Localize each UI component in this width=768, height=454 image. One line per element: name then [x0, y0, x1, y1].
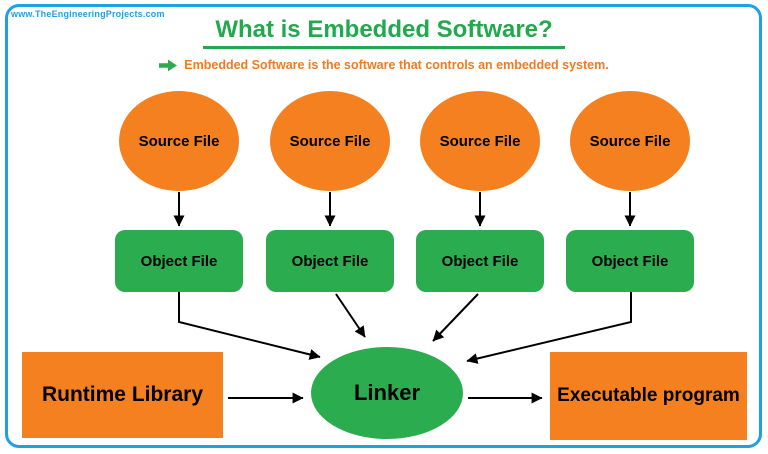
- object-file-label: Object File: [291, 252, 369, 270]
- object-file-label: Object File: [441, 252, 519, 270]
- source-file-label: Source File: [289, 132, 371, 150]
- object-file-box: Object File: [566, 230, 694, 292]
- executable-program-label: Executable program: [557, 385, 740, 406]
- object-file-label: Object File: [140, 252, 218, 270]
- object-file-box: Object File: [416, 230, 544, 292]
- object-file-box: Object File: [115, 230, 243, 292]
- runtime-library-box: Runtime Library: [22, 352, 223, 438]
- runtime-library-label: Runtime Library: [41, 383, 204, 406]
- arrow-object2-linker: [335, 293, 366, 338]
- source-file-ellipse: Source File: [119, 91, 239, 191]
- source-file-ellipse: Source File: [270, 91, 390, 191]
- subtitle-text: Embedded Software is the software that c…: [184, 58, 609, 72]
- subtitle-row: Embedded Software is the software that c…: [0, 58, 768, 72]
- page-title: What is Embedded Software?: [203, 16, 565, 49]
- linker-ellipse: Linker: [311, 347, 463, 439]
- executable-program-box: Executable program: [550, 352, 747, 440]
- arrow-object1-linker: [178, 292, 321, 360]
- source-file-ellipse: Source File: [420, 91, 540, 191]
- right-arrow-icon: [159, 59, 178, 71]
- arrow-object3-linker: [432, 293, 479, 342]
- source-file-ellipse: Source File: [570, 91, 690, 191]
- object-file-label: Object File: [591, 252, 669, 270]
- linker-label: Linker: [353, 380, 421, 405]
- source-file-label: Source File: [439, 132, 521, 150]
- arrow-object4-linker: [466, 292, 632, 364]
- source-file-label: Source File: [138, 132, 220, 150]
- watermark: www.TheEngineeringProjects.com: [11, 9, 165, 19]
- title-row: What is Embedded Software?: [0, 16, 768, 49]
- object-file-box: Object File: [266, 230, 394, 292]
- source-file-label: Source File: [589, 132, 671, 150]
